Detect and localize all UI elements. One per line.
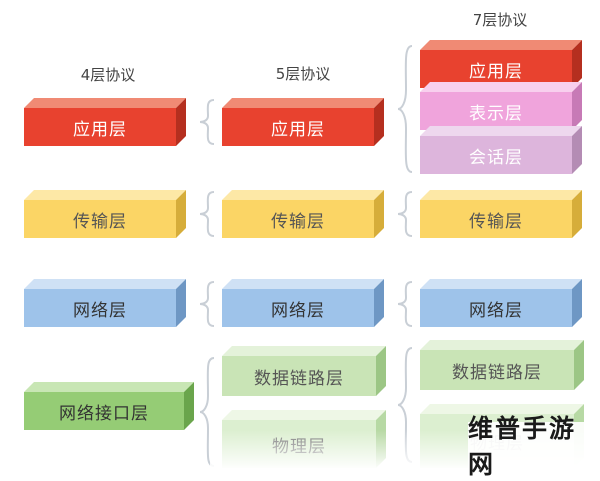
- block-7-presentation-label: 表示层: [420, 92, 572, 130]
- brace-5-network: [199, 281, 215, 327]
- block-7-session: 会话层: [420, 126, 582, 174]
- block-7-presentation: 表示层: [420, 82, 582, 130]
- column-title-4-layer: 4层协议: [80, 66, 136, 84]
- brace-5-transport: [199, 191, 215, 237]
- block-7-application-label: 应用层: [420, 50, 572, 88]
- watermark: 维普手游网: [468, 414, 600, 479]
- block-4-application-label: 应用层: [24, 108, 176, 146]
- brace-7-network: [397, 281, 413, 327]
- block-4-application: 应用层: [24, 98, 186, 146]
- block-4-network: 网络层: [24, 279, 186, 327]
- block-5-application-label: 应用层: [222, 108, 374, 146]
- block-7-data-link-label: 数据链路层: [420, 350, 574, 390]
- block-4-transport-label: 传输层: [24, 200, 176, 238]
- block-7-network: 网络层: [420, 279, 582, 327]
- brace-7-transport: [397, 191, 413, 237]
- block-5-data-link-label: 数据链路层: [222, 356, 376, 396]
- block-7-transport-label: 传输层: [420, 200, 572, 238]
- block-4-network-label: 网络层: [24, 289, 176, 327]
- block-5-data-link: 数据链路层: [222, 346, 386, 396]
- block-5-network-label: 网络层: [222, 289, 374, 327]
- block-7-network-label: 网络层: [420, 289, 572, 327]
- block-4-transport: 传输层: [24, 190, 186, 238]
- column-title-5-layer: 5层协议: [275, 65, 331, 83]
- block-7-transport: 传输层: [420, 190, 582, 238]
- block-5-transport-label: 传输层: [222, 200, 374, 238]
- block-5-network: 网络层: [222, 279, 384, 327]
- block-5-transport: 传输层: [222, 190, 384, 238]
- column-title-7-layer: 7层协议: [472, 11, 528, 29]
- block-7-session-label: 会话层: [420, 136, 572, 174]
- block-4-network-interface-label: 网络接口层: [24, 392, 184, 430]
- brace-5-network-interface: [199, 357, 215, 467]
- brace-7-application: [397, 45, 413, 173]
- block-7-data-link: 数据链路层: [420, 340, 584, 390]
- block-7-application: 应用层: [420, 40, 582, 88]
- block-5-application: 应用层: [222, 98, 384, 146]
- block-4-network-interface: 网络接口层: [24, 382, 194, 430]
- brace-5-application: [199, 99, 215, 145]
